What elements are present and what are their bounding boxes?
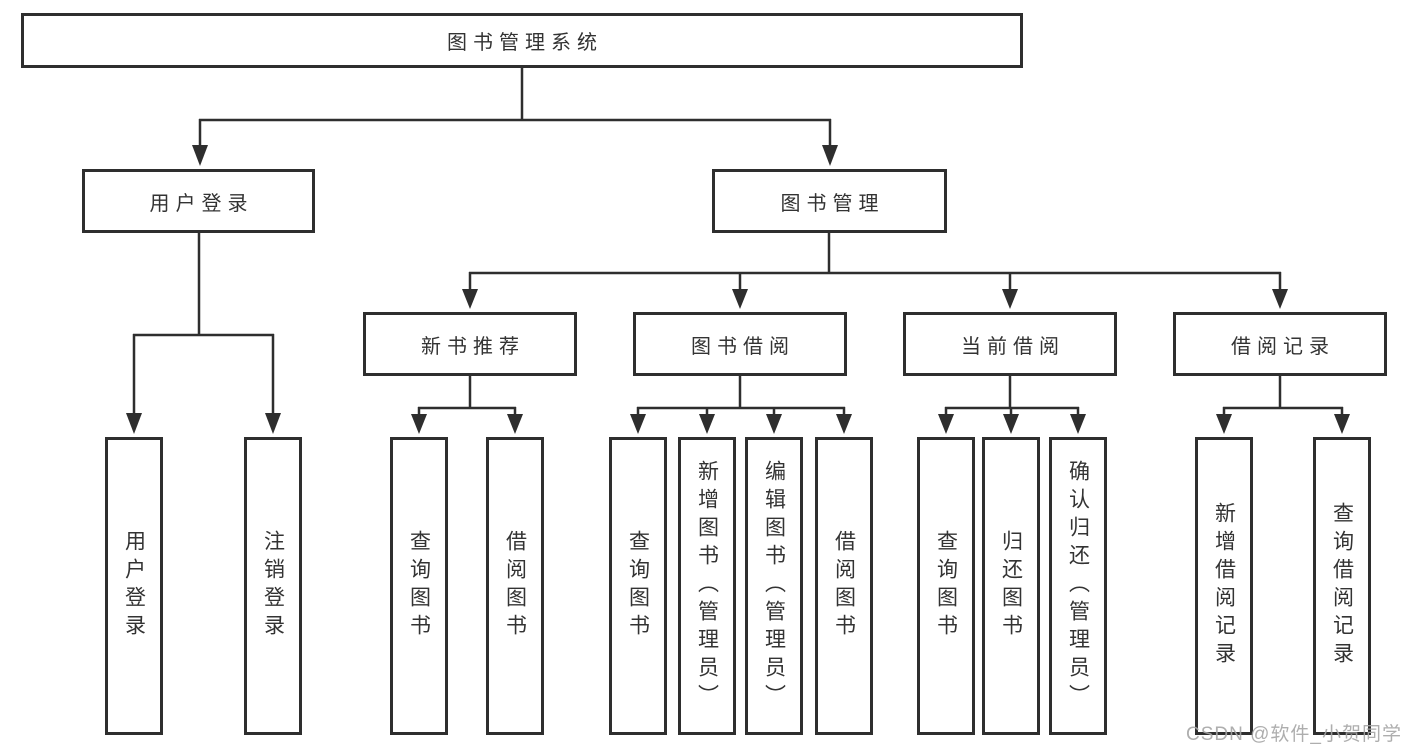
leaf-return-books: 归还图书 [982,437,1040,735]
node-user-login: 用户登录 [82,169,315,233]
node-borrow-records: 借阅记录 [1173,312,1387,376]
leaf-logout: 注销登录 [244,437,302,735]
connector-book-management-branch [462,232,1288,309]
csdn-watermark: CSDN @软件_小贺同学 [1186,724,1402,745]
leaf-borrow-books-recommend: 借阅图书 [486,437,544,735]
leaf-label: 查询借阅记录 [1330,502,1354,670]
leaf-query-books-recommend: 查询图书 [390,437,448,735]
leaf-query-borrow-record: 查询借阅记录 [1313,437,1371,735]
leaf-label: 新增借阅记录 [1212,502,1236,670]
leaf-label: 确认归还（管理员） [1066,460,1090,712]
connector-root-to-level2 [192,67,838,166]
node-book-management: 图书管理 [712,169,947,233]
leaf-query-books-current: 查询图书 [917,437,975,735]
leaf-add-books-admin: 新增图书（管理员） [678,437,736,735]
leaf-borrow-books: 借阅图书 [815,437,873,735]
leaf-label: 新增图书（管理员） [695,460,719,712]
leaf-user-login: 用户登录 [105,437,163,735]
leaf-label: 归还图书 [999,530,1023,642]
node-new-book-recommend: 新书推荐 [363,312,577,376]
node-book-borrow: 图书借阅 [633,312,847,376]
connector-new-book-recommend-children [411,375,523,434]
leaf-edit-books-admin: 编辑图书（管理员） [745,437,803,735]
node-current-borrow: 当前借阅 [903,312,1117,376]
connector-user-login-branch [126,232,281,434]
leaf-label: 用户登录 [122,530,146,642]
connector-current-borrow-children [938,375,1086,434]
leaf-add-borrow-record: 新增借阅记录 [1195,437,1253,735]
node-library-management-system: 图书管理系统 [21,13,1023,68]
leaf-label: 查询图书 [626,530,650,642]
leaf-label: 借阅图书 [832,530,856,642]
leaf-confirm-return-admin: 确认归还（管理员） [1049,437,1107,735]
leaf-label: 编辑图书（管理员） [762,460,786,712]
leaf-label: 注销登录 [261,530,285,642]
leaf-query-books-borrow: 查询图书 [609,437,667,735]
leaf-label: 查询图书 [934,530,958,642]
leaf-label: 查询图书 [407,530,431,642]
connector-borrow-records-children [1216,375,1350,434]
connector-book-borrow-children [630,375,852,434]
leaf-label: 借阅图书 [503,530,527,642]
